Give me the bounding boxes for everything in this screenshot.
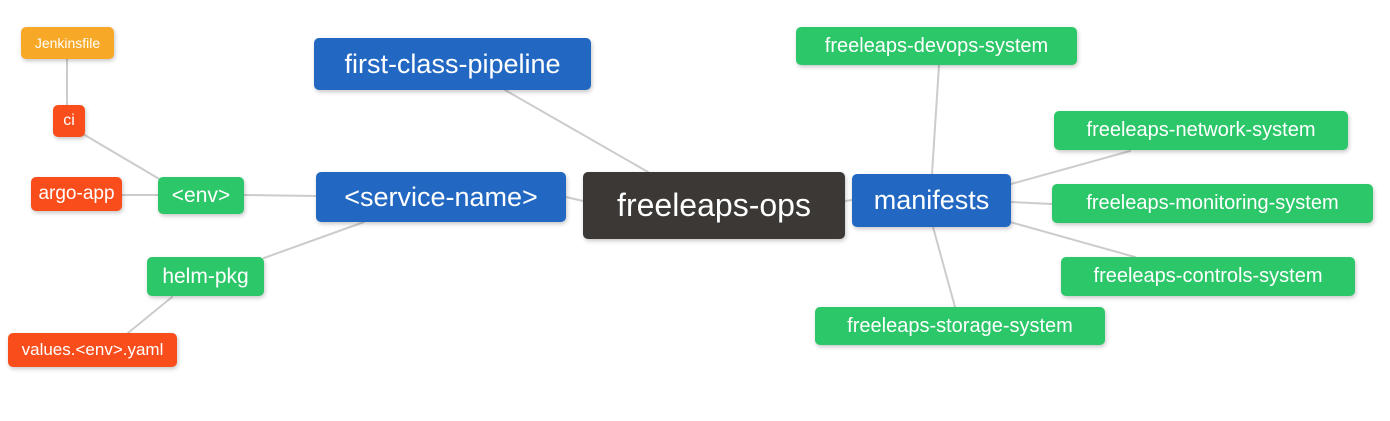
edge-env-to-service-name xyxy=(243,194,317,197)
node-env[interactable]: <env> xyxy=(158,177,244,214)
node-freeleaps-controls-system[interactable]: freeleaps-controls-system xyxy=(1061,257,1355,296)
node-freeleaps-network-system[interactable]: freeleaps-network-system xyxy=(1054,111,1348,150)
node-ci[interactable]: ci xyxy=(53,105,85,137)
edge-manifests-to-freeleaps-controls-system xyxy=(1009,221,1136,258)
edge-freeleaps-ops-to-manifests xyxy=(844,199,853,202)
edge-manifests-to-freeleaps-monitoring-system xyxy=(1010,201,1053,205)
node-freeleaps-devops-system[interactable]: freeleaps-devops-system xyxy=(796,27,1077,65)
edge-values-env-yaml-to-helm-pkg xyxy=(127,296,173,334)
node-freeleaps-monitoring-system[interactable]: freeleaps-monitoring-system xyxy=(1052,184,1373,223)
node-values-env-yaml[interactable]: values.<env>.yaml xyxy=(8,333,177,367)
node-helm-pkg[interactable]: helm-pkg xyxy=(147,257,264,296)
node-first-class-pipeline[interactable]: first-class-pipeline xyxy=(314,38,591,90)
edge-ci-to-env xyxy=(82,133,162,181)
node-manifests[interactable]: manifests xyxy=(852,174,1011,227)
edge-helm-pkg-to-service-name xyxy=(263,221,365,259)
edge-manifests-to-freeleaps-network-system xyxy=(1010,150,1131,185)
edge-first-class-pipeline-to-freeleaps-ops xyxy=(504,89,649,173)
node-freeleaps-storage-system[interactable]: freeleaps-storage-system xyxy=(815,307,1105,345)
edge-manifests-to-freeleaps-devops-system xyxy=(931,64,940,175)
edge-service-name-to-freeleaps-ops xyxy=(565,196,584,202)
node-argo-app[interactable]: argo-app xyxy=(31,177,122,211)
node-service-name[interactable]: <service-name> xyxy=(316,172,566,222)
node-jenkinsfile[interactable]: Jenkinsfile xyxy=(21,27,114,59)
edge-manifests-to-freeleaps-storage-system xyxy=(932,226,956,308)
node-freeleaps-ops[interactable]: freeleaps-ops xyxy=(583,172,845,239)
